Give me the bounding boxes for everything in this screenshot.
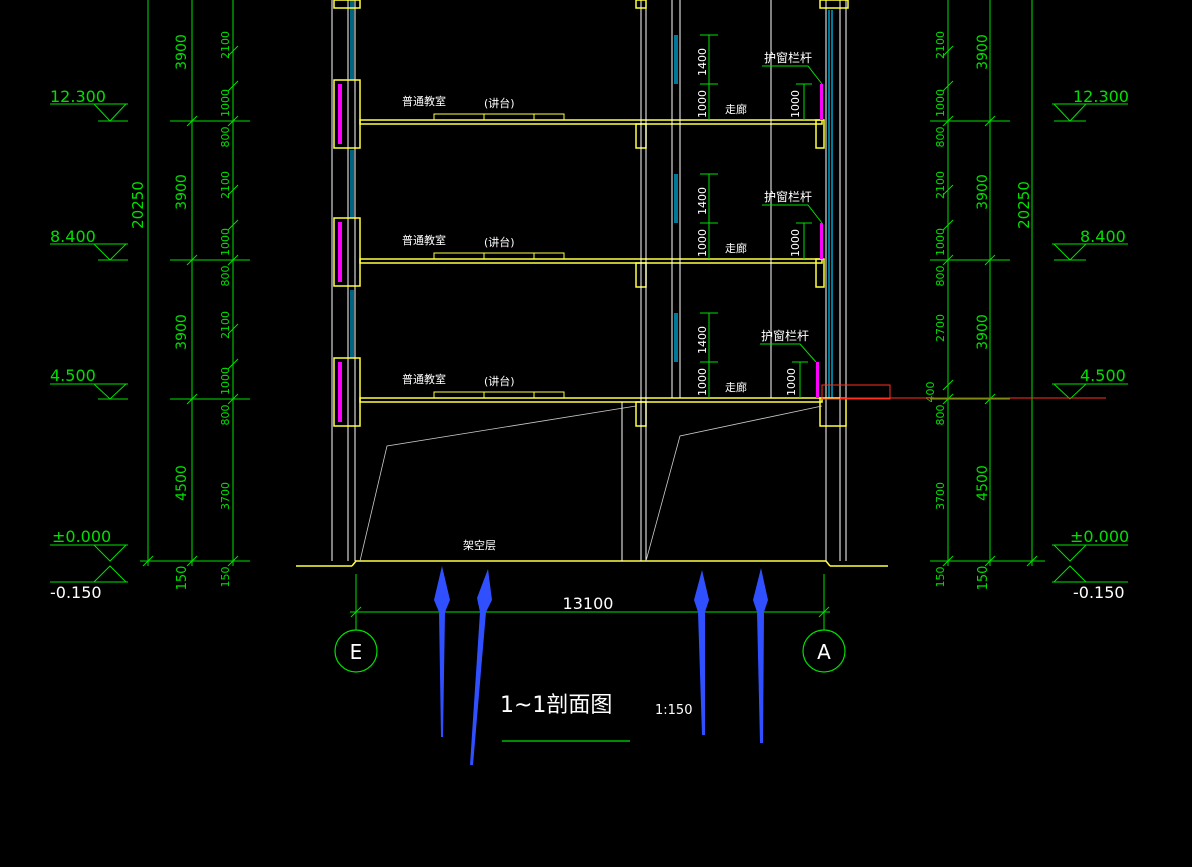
stilt-lines xyxy=(359,405,823,562)
elevation-left-minus150: -0.150 xyxy=(50,583,102,602)
left-elevation-markers xyxy=(50,103,128,583)
elevation-right-minus150: -0.150 xyxy=(1073,583,1125,602)
elevation-right-12300: 12.300 xyxy=(1073,87,1129,106)
rail-dim-1: 1000 xyxy=(789,90,802,118)
dim-left-inner-8: 1000 xyxy=(219,367,232,395)
podium-label-3: (讲台) xyxy=(484,96,515,110)
left-exterior-wall xyxy=(331,0,356,561)
corridor-label-2: 走廊 xyxy=(725,241,747,255)
corridor-dim-upper-1: 1400 xyxy=(696,48,709,76)
left-dimension-lines xyxy=(140,0,250,567)
left-window-frames xyxy=(333,0,361,427)
corridor-dim-lines xyxy=(700,34,812,398)
dim-right-outer-3: 3900 xyxy=(975,314,991,350)
elevation-right-0000: ±0.000 xyxy=(1070,527,1129,546)
dim-right-outer-1: 3900 xyxy=(975,34,991,70)
arrow-4 xyxy=(753,568,768,743)
axis-bubble-e: E xyxy=(334,629,378,673)
dim-right-inner-2: 1000 xyxy=(934,89,947,117)
span-dimension-value: 13100 xyxy=(563,594,614,613)
dim-left-outer-2: 3900 xyxy=(174,174,190,210)
red-level-line xyxy=(821,384,1106,400)
dim-left-outer-4: 4500 xyxy=(174,465,190,501)
dim-right-outer-4: 4500 xyxy=(975,465,991,501)
right-dimension-lines xyxy=(930,0,1045,567)
dim-right-outer-2: 3900 xyxy=(975,174,991,210)
dim-right-inner-6: 800 xyxy=(934,266,947,287)
axis-label-e: E xyxy=(350,640,363,664)
classroom-label-1: 普通教室 xyxy=(402,372,446,386)
railing-leaders xyxy=(760,65,823,363)
elevation-left-4500: 4.500 xyxy=(50,366,96,385)
dim-left-outer-5: 150 xyxy=(175,566,190,591)
elevation-right-8400: 8.400 xyxy=(1080,227,1126,246)
dim-right-inner-5: 1000 xyxy=(934,228,947,256)
classroom-label-3: 普通教室 xyxy=(402,94,446,108)
arrow-2 xyxy=(470,569,492,765)
corridor-label-1: 走廊 xyxy=(725,380,747,394)
arrow-1 xyxy=(434,566,450,737)
dim-right-inner-11: 150 xyxy=(934,567,947,588)
dim-right-inner-8: 400 xyxy=(924,382,937,403)
corridor-label-3: 走廊 xyxy=(725,102,747,116)
right-elevation-markers xyxy=(1052,103,1128,583)
dim-left-inner-6: 800 xyxy=(219,266,232,287)
drawing-scale: 1:150 xyxy=(655,703,692,718)
right-glazing xyxy=(828,10,833,398)
dim-left-inner-4: 2100 xyxy=(219,171,232,199)
ground-line xyxy=(296,560,888,567)
dim-left-inner-3: 800 xyxy=(219,127,232,148)
corridor-dim-lower-3: 1000 xyxy=(696,368,709,396)
corridor-glazing xyxy=(674,35,678,362)
right-railings xyxy=(815,0,849,427)
corridor-dim-upper-2: 1400 xyxy=(696,187,709,215)
arrow-3 xyxy=(694,570,709,735)
railing-label-1: 护窗栏杆 xyxy=(761,328,809,343)
rail-dim-3: 1000 xyxy=(785,368,798,396)
dim-right-inner-4: 2100 xyxy=(934,171,947,199)
elevation-left-8400: 8.400 xyxy=(50,227,96,246)
railing-label-3: 护窗栏杆 xyxy=(764,50,812,65)
dim-right-inner-1: 2100 xyxy=(934,31,947,59)
dim-left-inner-10: 3700 xyxy=(219,482,232,510)
rail-dim-2: 1000 xyxy=(789,229,802,257)
railing-label-2: 护窗栏杆 xyxy=(764,189,812,204)
dim-left-inner-11: 150 xyxy=(219,567,232,588)
axis-label-a: A xyxy=(817,640,831,664)
classroom-label-2: 普通教室 xyxy=(402,233,446,247)
dim-right-inner-10: 3700 xyxy=(934,482,947,510)
podium-platforms xyxy=(433,113,565,398)
dim-left-inner-1: 2100 xyxy=(219,31,232,59)
left-glazing xyxy=(350,0,354,358)
dim-left-outer-3: 3900 xyxy=(174,314,190,350)
dim-left-inner-2: 1000 xyxy=(219,89,232,117)
dim-left-inner-9: 800 xyxy=(219,405,232,426)
axis-bubble-a: A xyxy=(802,629,846,673)
floor-slabs xyxy=(359,119,823,427)
dim-total-height-right: 20250 xyxy=(1015,181,1033,229)
dim-right-inner-3: 800 xyxy=(934,127,947,148)
drawing-title: 1~1剖面图 xyxy=(500,693,612,718)
dim-left-inner-7: 2100 xyxy=(219,311,232,339)
span-dimension xyxy=(350,574,830,630)
right-exterior-wall xyxy=(825,0,847,561)
elevation-left-0000: ±0.000 xyxy=(52,527,111,546)
dim-left-inner-5: 1000 xyxy=(219,228,232,256)
dim-total-height-left: 20250 xyxy=(129,181,147,229)
dim-left-outer-1: 3900 xyxy=(174,34,190,70)
dim-right-outer-5: 150 xyxy=(976,566,991,591)
stilt-floor-label: 架空层 xyxy=(463,538,496,552)
dim-right-inner-7: 2700 xyxy=(934,314,947,342)
podium-label-1: (讲台) xyxy=(484,374,515,388)
dim-right-inner-9: 800 xyxy=(934,405,947,426)
corridor-dim-upper-3: 1400 xyxy=(696,326,709,354)
corridor-dim-lower-1: 1000 xyxy=(696,90,709,118)
corridor-wall xyxy=(621,0,772,561)
corridor-dim-lower-2: 1000 xyxy=(696,229,709,257)
podium-label-2: (讲台) xyxy=(484,235,515,249)
annotation-arrows xyxy=(434,566,768,765)
elevation-right-4500: 4.500 xyxy=(1080,366,1126,385)
elevation-left-12300: 12.300 xyxy=(50,87,106,106)
